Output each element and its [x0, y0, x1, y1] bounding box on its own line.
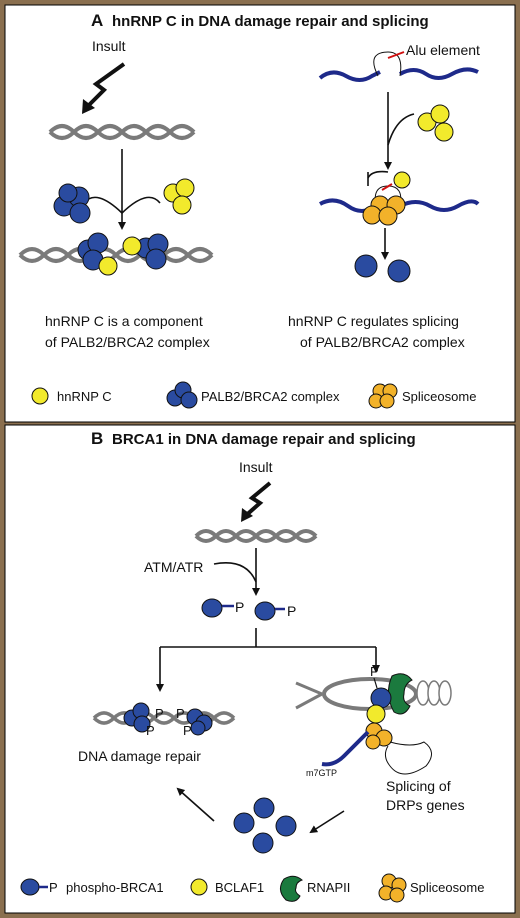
legend-phospho-swatch [20, 878, 40, 896]
legend-hnrnpc: hnRNP C [57, 389, 112, 404]
panel-b-title: BRCA1 in DNA damage repair and splicing [112, 431, 416, 448]
panel-b [4, 424, 516, 914]
p-splicing: P [370, 664, 379, 679]
caption-a-right-2: of PALB2/BRCA2 complex [300, 334, 465, 350]
splicing-label-2: DRPs genes [386, 797, 465, 813]
dna-helix-b [194, 529, 318, 543]
hnrnpc-a [163, 178, 195, 215]
panel-a-title: hnRNP C in DNA damage repair and splicin… [112, 13, 429, 30]
caption-a-left-1: hnRNP C is a component [45, 313, 203, 329]
insult-label-b: Insult [239, 459, 273, 475]
svg-text:P: P [155, 706, 164, 721]
legend-p: P [49, 880, 58, 895]
legend-spliceosome-a-swatch [368, 383, 398, 409]
dna-damage-repair-label: DNA damage repair [78, 748, 201, 764]
phospho-brca1-pair: P P [201, 598, 296, 621]
splicing-label-1: Splicing of [386, 778, 451, 794]
legend-hnrnpc-swatch [31, 387, 49, 405]
dna-helix-a [48, 124, 196, 140]
legend-palb2: PALB2/BRCA2 complex [201, 389, 340, 404]
transcript-strand [321, 730, 370, 767]
brca1-on-dna: P P P P [123, 702, 213, 738]
palb2-complex-a [53, 183, 91, 224]
spliceosome-b [365, 722, 393, 750]
atm-atr-label: ATM/ATR [144, 559, 203, 575]
hnrnpc-a-right [417, 104, 454, 142]
m7gtp-label: m7GTP [306, 768, 337, 778]
legend-phospho: phospho-BRCA1 [66, 880, 164, 895]
svg-text:P: P [235, 599, 244, 615]
legend-bclaf1-swatch [190, 878, 208, 896]
legend-palb2-swatch [166, 381, 198, 409]
dna-helix-repair [92, 711, 236, 725]
legend-rnapii: RNAPII [307, 880, 350, 895]
panel-a-letter: A [91, 11, 103, 30]
rnapii-shape [388, 673, 413, 715]
dna-loop-splicing [295, 677, 452, 711]
alu-label: Alu element [406, 42, 480, 58]
panel-b-letter: B [91, 429, 103, 448]
legend-spliceosome-a: Spliceosome [402, 389, 476, 404]
arrow-b-return-right [309, 810, 345, 834]
svg-text:P: P [183, 723, 192, 738]
brca1-cluster [233, 797, 297, 854]
lightning-icon [82, 62, 126, 112]
lightning-icon-b [241, 481, 272, 520]
legend-bclaf1: BCLAF1 [215, 880, 264, 895]
caption-a-right-1: hnRNP C regulates splicing [288, 313, 459, 329]
dna-helix-bound-a [18, 247, 214, 263]
caption-a-left-2: of PALB2/BRCA2 complex [45, 334, 210, 350]
palb2-split-a [354, 254, 411, 283]
svg-text:P: P [287, 603, 296, 619]
svg-text:P: P [176, 706, 185, 721]
legend-rnapii-swatch [280, 875, 303, 902]
svg-text:P: P [146, 723, 155, 738]
legend-spliceosome-b: Spliceosome [410, 880, 484, 895]
pre-mrna-strand [318, 67, 479, 82]
legend-spliceosome-b-swatch [378, 873, 407, 903]
arrow-b-return-left [176, 787, 215, 822]
insult-label-a: Insult [92, 38, 126, 54]
spliceosome-a [362, 195, 406, 226]
